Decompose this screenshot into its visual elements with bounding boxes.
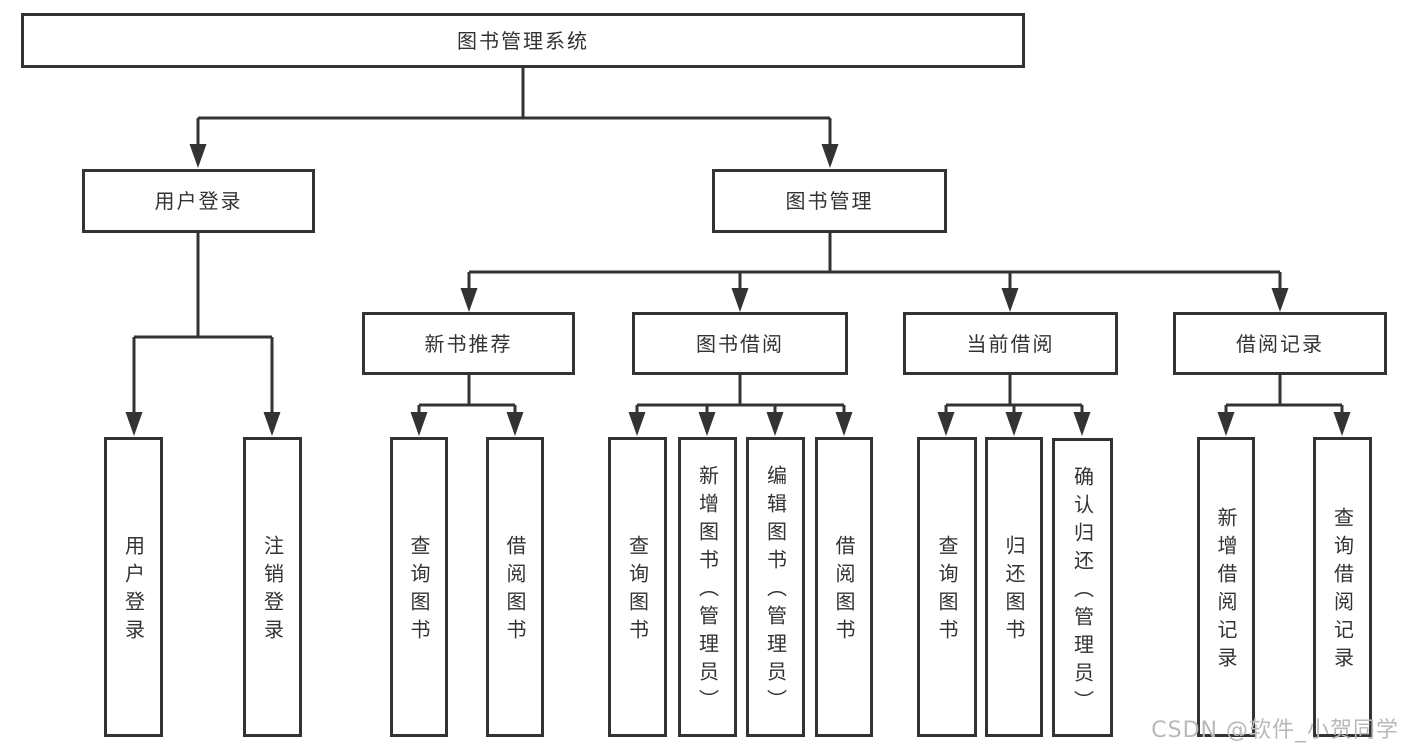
node-return-books: 归还图书: [985, 437, 1043, 737]
node-book-management-label: 图书管理: [785, 189, 874, 213]
csdn-watermark: CSDN @软件_小贺同学: [1151, 718, 1399, 743]
node-user-login-label: 用户登录: [154, 189, 243, 213]
node-user-login: 用户登录: [82, 169, 315, 233]
connector-book-borrow-branch: [628, 375, 853, 436]
node-add-books-admin: 新增图书（管理员）: [678, 437, 737, 737]
connector-book-management-branch: [460, 233, 1289, 312]
node-query-borrow-record-label: 查询借阅记录: [1330, 507, 1355, 675]
node-add-books-admin-label: 新增图书（管理员）: [695, 465, 720, 717]
node-query-books-recommend-label: 查询图书: [407, 535, 431, 647]
node-return-books-label: 归还图书: [1002, 535, 1026, 647]
node-query-books-borrow-label: 查询图书: [625, 535, 650, 647]
node-query-books-borrow: 查询图书: [608, 437, 667, 737]
node-edit-books-admin-label: 编辑图书（管理员）: [763, 465, 788, 717]
node-query-books-current-label: 查询图书: [935, 535, 959, 647]
connector-new-book-branch: [410, 375, 524, 436]
node-logout-action-label: 注销登录: [260, 535, 285, 647]
node-add-borrow-record-label: 新增借阅记录: [1214, 507, 1238, 675]
node-current-borrow-label: 当前借阅: [966, 331, 1055, 356]
node-borrow-books-label: 借阅图书: [832, 535, 856, 647]
connector-current-borrow-branch: [937, 375, 1091, 436]
node-add-borrow-record: 新增借阅记录: [1197, 437, 1255, 737]
node-root-system: 图书管理系统: [21, 13, 1025, 68]
node-new-book-recommend: 新书推荐: [362, 312, 575, 375]
node-current-borrow: 当前借阅: [903, 312, 1118, 375]
node-root-label: 图书管理系统: [457, 28, 589, 53]
node-query-borrow-record: 查询借阅记录: [1313, 437, 1372, 737]
node-query-books-recommend: 查询图书: [390, 437, 448, 737]
node-confirm-return-admin: 确认归还（管理员）: [1052, 438, 1113, 737]
connector-borrow-records-branch: [1217, 375, 1351, 436]
node-book-management: 图书管理: [712, 169, 947, 233]
node-confirm-return-admin-label: 确认归还（管理员）: [1070, 465, 1095, 718]
node-book-borrow: 图书借阅: [632, 312, 848, 375]
node-new-book-recommend-label: 新书推荐: [424, 331, 513, 356]
node-user-login-action: 用户登录: [104, 437, 163, 737]
node-borrow-records: 借阅记录: [1173, 312, 1387, 375]
node-book-borrow-label: 图书借阅: [696, 331, 784, 356]
node-borrow-books-recommend-label: 借阅图书: [503, 535, 527, 647]
node-borrow-records-label: 借阅记录: [1236, 331, 1324, 356]
connector-root-to-level2: [189, 68, 839, 168]
node-borrow-books: 借阅图书: [815, 437, 873, 737]
node-borrow-books-recommend: 借阅图书: [486, 437, 544, 737]
node-query-books-current: 查询图书: [917, 437, 977, 737]
connector-user-login-branch: [125, 233, 281, 436]
node-logout-action: 注销登录: [243, 437, 302, 737]
node-user-login-action-label: 用户登录: [121, 535, 146, 647]
node-edit-books-admin: 编辑图书（管理员）: [746, 437, 805, 737]
